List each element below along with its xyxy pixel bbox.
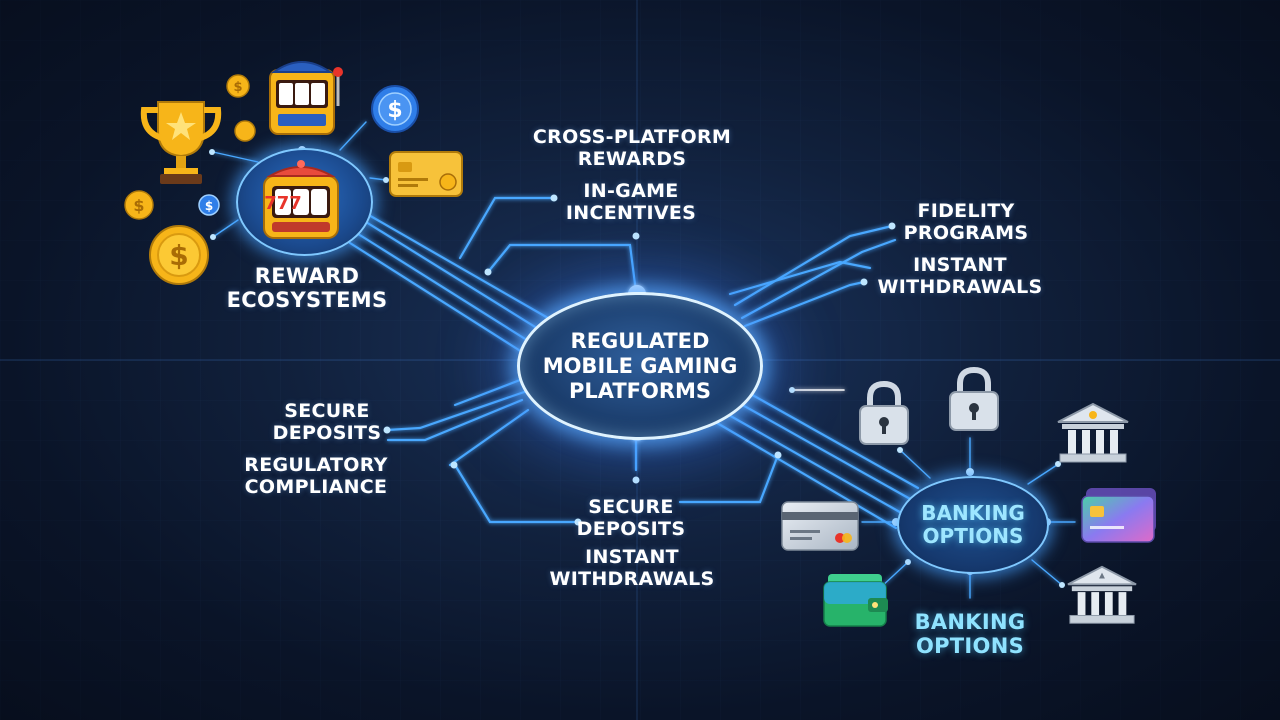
- credit-card-icon: [781, 501, 859, 551]
- padlock-icon: [949, 366, 999, 431]
- banking-options-node: BANKING OPTIONS: [897, 476, 1049, 574]
- label-in-game-incentives: IN-GAME INCENTIVES: [565, 180, 697, 224]
- padlock-icon: [859, 380, 909, 445]
- credit-card-icon: [389, 151, 463, 197]
- svg-text:$: $: [205, 199, 213, 213]
- svg-text:777: 777: [264, 193, 302, 214]
- label-secure-deposits-bottom: SECURE DEPOSITS: [576, 496, 686, 540]
- label-secure-deposits-left: SECURE DEPOSITS: [272, 400, 382, 444]
- label-cross-platform-rewards: CROSS-PLATFORM REWARDS: [532, 126, 732, 170]
- svg-text:$: $: [169, 239, 188, 272]
- slot-machine-icon: 777: [263, 160, 339, 239]
- bank-icon: [1057, 402, 1129, 463]
- dollar-coin-icon: $: [149, 225, 209, 285]
- svg-text:$: $: [133, 196, 144, 215]
- label-banking-options-bottom: BANKING OPTIONS: [914, 610, 1026, 658]
- label-instant-withdrawals-bottom: INSTANT WITHDRAWALS: [549, 546, 715, 590]
- dollar-coin-icon: $: [198, 194, 220, 216]
- label-fidelity-programs: FIDELITY PROGRAMS: [903, 200, 1029, 244]
- label-regulatory-compliance: REGULATORY COMPLIANCE: [244, 454, 388, 498]
- label-reward-ecosystems: REWARD ECOSYSTEMS: [226, 264, 388, 312]
- label-instant-withdrawals-right: INSTANT WITHDRAWALS: [877, 254, 1043, 298]
- svg-text:$: $: [387, 98, 402, 123]
- trophy-icon: [140, 101, 222, 184]
- dollar-coin-icon: $: [371, 85, 419, 133]
- hub-node-regulated-platforms: REGULATED MOBILE GAMING PLATFORMS: [517, 292, 763, 440]
- slot-machine-icon: [269, 61, 343, 135]
- wallet-icon: [823, 574, 888, 627]
- dollar-coin-icon: $: [226, 74, 250, 98]
- credit-card-icon: [1081, 488, 1156, 543]
- svg-text:$: $: [233, 80, 242, 95]
- bank-icon: [1067, 565, 1137, 624]
- hub-title: REGULATED MOBILE GAMING PLATFORMS: [542, 328, 738, 403]
- dollar-coin-icon: [234, 120, 256, 142]
- dollar-coin-icon: $: [124, 190, 154, 220]
